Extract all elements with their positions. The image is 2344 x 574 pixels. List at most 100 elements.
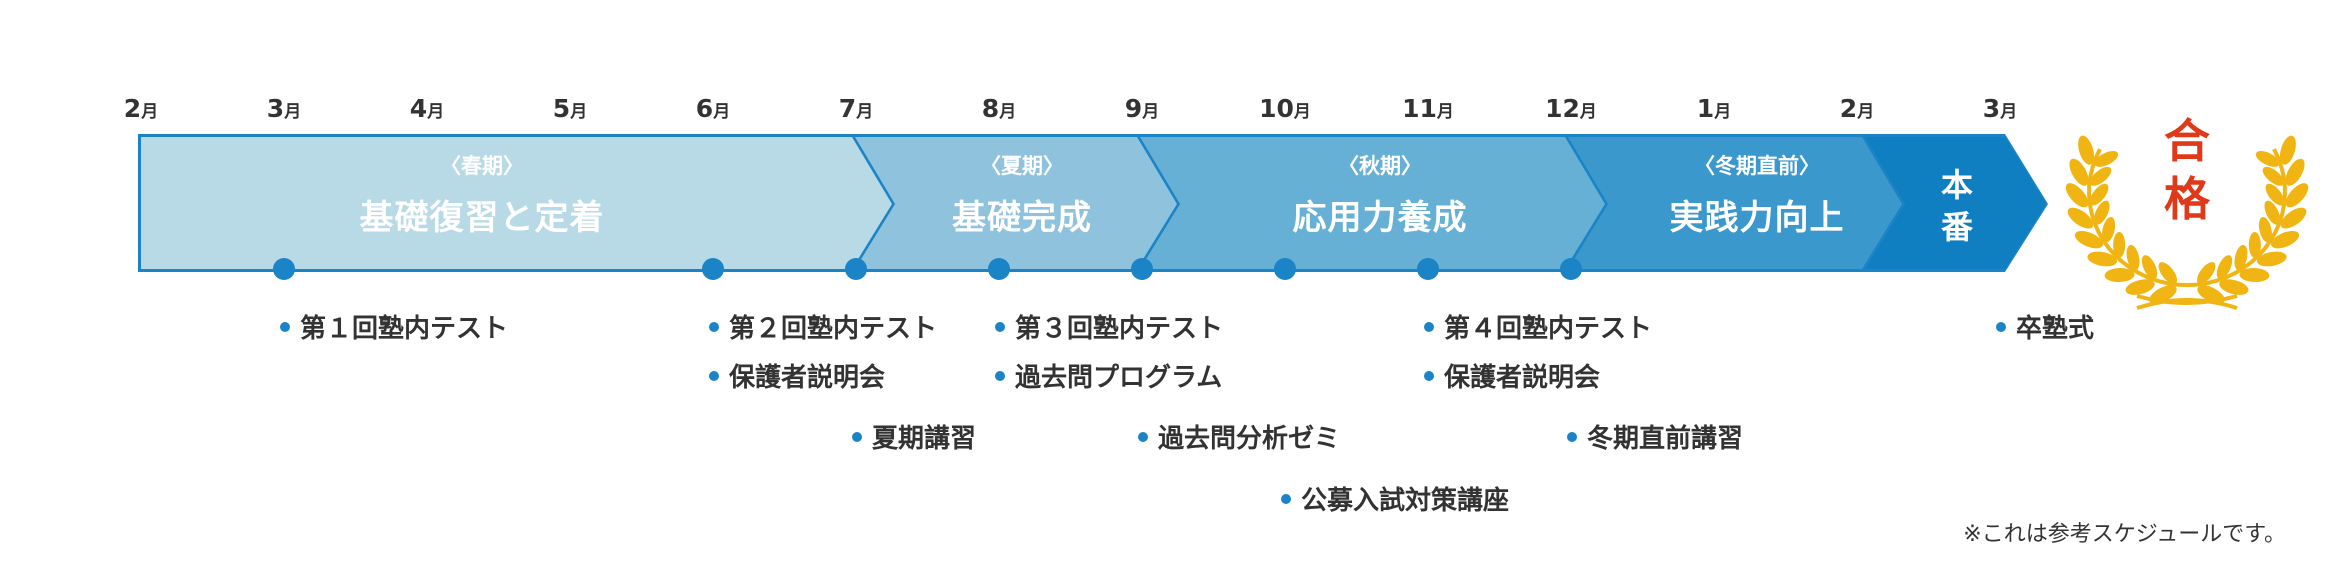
laurel-leaf: [2069, 158, 2089, 186]
laurel-leaf: [2087, 251, 2118, 267]
event-item: 第３回塾内テスト: [995, 308, 1223, 345]
month-label: 11月: [1402, 94, 1454, 123]
laurel-leaf: [2158, 262, 2178, 285]
timeline-dot: [1560, 258, 1582, 280]
event-item: 過去問分析ゼミ: [1138, 418, 1340, 455]
bullet-icon: [1567, 431, 1577, 442]
event-item: 第４回塾内テスト: [1424, 308, 1652, 345]
phase-final-segment: [1865, 137, 2046, 269]
event-item: 保護者説明会: [1424, 357, 1600, 394]
laurel-leaf: [2093, 200, 2110, 225]
laurel-leaf: [2279, 135, 2296, 165]
event-item: 第２回塾内テスト: [709, 308, 937, 345]
event-item: 夏期講習: [852, 418, 976, 455]
timeline-dot: [988, 258, 1010, 280]
event-item: 保護者説明会: [709, 357, 885, 394]
month-label: 6月: [695, 94, 731, 123]
phase-winter-segment: [1568, 137, 1902, 269]
phase-summer-sub: 〈夏期〉: [980, 154, 1064, 178]
bullet-icon: [1424, 370, 1434, 381]
phase-spring-sub: 〈春期〉: [440, 154, 524, 178]
laurel-leaf: [2264, 200, 2281, 225]
laurel-leaf: [2113, 231, 2126, 258]
phase-summer-segment: [855, 137, 1177, 269]
timeline-dot: [1131, 258, 1153, 280]
bullet-icon: [709, 370, 719, 381]
phase-autumn-title: 応用力養成: [1292, 198, 1468, 238]
bullet-icon: [1424, 321, 1434, 332]
laurel-leaf: [2125, 279, 2155, 295]
laurel-ribbon: [2136, 294, 2238, 310]
laurel-leaf: [2089, 166, 2112, 186]
phase-autumn-segment: [1140, 137, 1605, 269]
month-label: 5月: [552, 94, 588, 123]
bullet-icon: [1996, 321, 2006, 332]
laurel-leaf: [2102, 216, 2116, 243]
bullet-icon: [852, 431, 862, 442]
month-label: 7月: [838, 94, 874, 123]
footnote: ※これは参考スケジュールです。: [1963, 522, 2286, 547]
laurel-leaf: [2065, 183, 2089, 208]
bullet-icon: [995, 321, 1005, 332]
bullet-icon: [995, 370, 1005, 381]
laurel-leaf: [2234, 244, 2248, 271]
bullet-icon: [709, 321, 719, 332]
timeline-dot: [1274, 258, 1296, 280]
laurel-stem: [2186, 148, 2287, 288]
timeline-dot: [702, 258, 724, 280]
event-item: 公募入試対策講座: [1281, 480, 1509, 517]
event-item: 過去問プログラム: [995, 357, 1222, 394]
month-label: 2月: [123, 94, 159, 123]
bullet-icon: [1281, 493, 1291, 504]
bullet-icon: [1138, 431, 1148, 442]
pass-badge-text: 合 格: [2164, 114, 2210, 226]
laurel-leaf: [2074, 230, 2104, 249]
month-label: 8月: [981, 94, 1017, 123]
phase-spring-segment: [141, 137, 892, 269]
phase-autumn-sub: 〈秋期〉: [1338, 154, 1422, 178]
laurel-leaf: [2280, 207, 2307, 229]
bullet-icon: [280, 321, 290, 332]
laurel-leaf: [2141, 255, 2158, 280]
laurel-leaf: [2126, 244, 2140, 271]
month-label: 12月: [1545, 94, 1597, 123]
laurel-leaf: [2262, 166, 2285, 186]
laurel-leaf: [2258, 216, 2272, 243]
month-label: 9月: [1124, 94, 1160, 123]
phase-spring-title: 基礎復習と定着: [359, 198, 605, 238]
laurel-leaf: [2067, 207, 2094, 229]
laurel-leaf: [2216, 255, 2233, 280]
laurel-leaf: [2078, 135, 2095, 165]
laurel-leaf: [2285, 158, 2305, 186]
laurel-leaf: [2285, 183, 2309, 208]
laurel-leaf: [2219, 279, 2249, 295]
month-label: 3月: [1982, 94, 2018, 123]
laurel-stem: [2087, 148, 2188, 288]
phase-winter-sub: 〈冬期直前〉: [1694, 154, 1820, 178]
timeline-dot: [845, 258, 867, 280]
month-label: 4月: [409, 94, 445, 123]
month-label: 10月: [1259, 94, 1311, 123]
month-label: 3月: [266, 94, 302, 123]
event-item: 卒塾式: [1996, 308, 2094, 345]
phase-final-title: 本 番: [1940, 166, 1973, 246]
timeline-dot: [273, 258, 295, 280]
laurel-leaf: [2248, 231, 2261, 258]
month-label: 1月: [1696, 94, 1732, 123]
month-label: 2月: [1839, 94, 1875, 123]
laurel-leaf: [2104, 268, 2135, 283]
timeline-dot: [1417, 258, 1439, 280]
laurel-leaf: [2196, 262, 2216, 285]
laurel-leaf: [2270, 230, 2300, 249]
phase-winter-title: 実践力向上: [1669, 198, 1845, 238]
laurel-icon: [2065, 135, 2309, 310]
event-item: 冬期直前講習: [1567, 418, 1743, 455]
phase-summer-title: 基礎完成: [952, 198, 1092, 238]
event-item: 第１回塾内テスト: [280, 308, 508, 345]
laurel-leaf: [2265, 183, 2285, 206]
laurel-leaf: [2239, 268, 2270, 283]
laurel-leaf: [2255, 151, 2280, 167]
laurel-leaf: [2094, 151, 2119, 167]
